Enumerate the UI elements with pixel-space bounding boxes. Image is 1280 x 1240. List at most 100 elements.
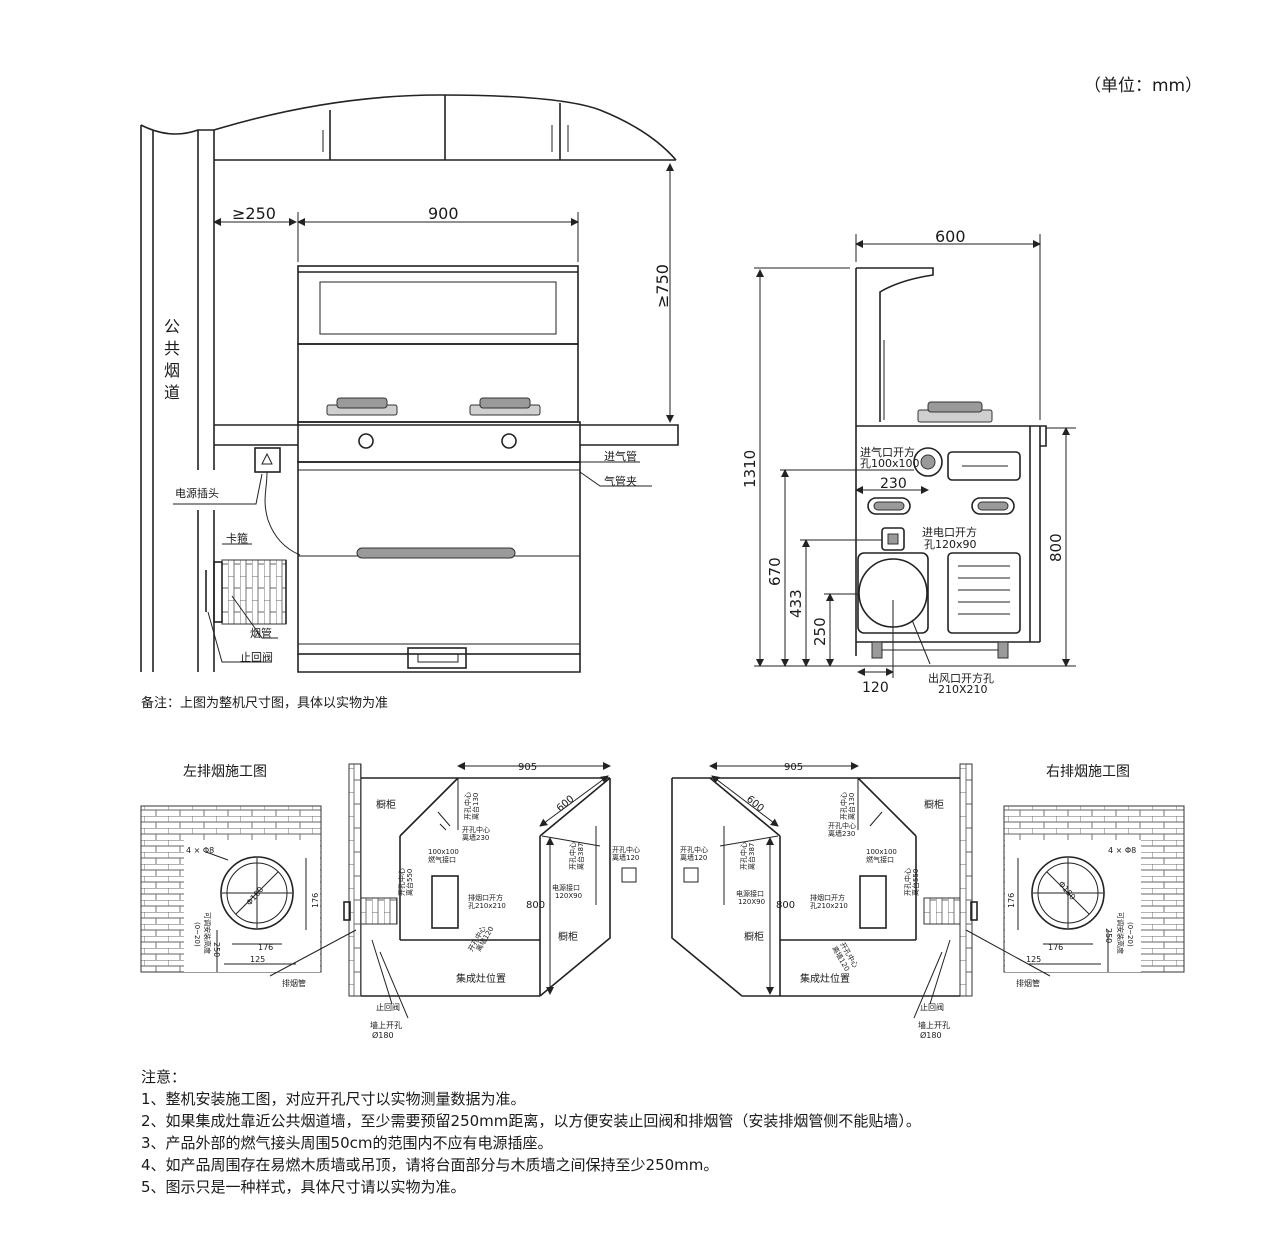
right-brick-adjust-2: (0~20) [1126,922,1134,947]
dim-433: 433 [787,589,805,618]
left-brick-4phi8: 4 × Φ8 [186,846,214,855]
left-brick-250: 250 [212,942,221,957]
left-gas-2: 燃气接口 [428,855,456,864]
left-dim-905: 905 [518,762,537,773]
right-install-title: 右排烟施工图 [1046,764,1130,780]
left-check-valve: 止回阀 [376,1002,400,1012]
flue-label-1: 公 [164,317,180,336]
left-hole-a-1: 开孔中心 [463,792,472,820]
power-hole-line2: 孔120x90 [924,538,977,551]
right-dim-905: 905 [784,762,803,773]
left-hole-b-2: 离墙230 [462,833,489,842]
right-exhaust-2: 孔210x210 [810,902,848,910]
left-install-drawing [140,762,637,1019]
dim-width: 900 [428,204,459,223]
dim-depth: 600 [935,227,966,246]
remark: 备注：上图为整机尺寸图，具体以实物为准 [141,696,389,711]
front-view [140,94,679,673]
dim-230: 230 [880,476,907,492]
left-wall-hole-1: 墙上开孔 [370,1020,402,1030]
left-hole-e-2: 离台387 [576,843,585,870]
left-exhaust-pipe: 排烟管 [282,978,306,988]
dim-height-above: ≥750 [653,264,672,308]
left-dim-600: 600 [555,794,577,815]
right-wall-hole-2: Ø180 [920,1030,942,1040]
dim-670: 670 [766,557,784,586]
left-power-1: 电源接口 [552,883,580,892]
right-gas-1: 100x100 [866,848,897,856]
power-hole-line1: 进电口开方 [922,525,977,539]
left-hole-a-2: 离台130 [471,793,480,820]
unit-label: （单位：mm） [1084,76,1203,96]
right-power-2: 120X90 [738,898,765,906]
burner-right [469,397,541,416]
right-hole-c-2: 离台550 [911,869,920,896]
notes: 注意： 1、整机安装施工图，对应开孔尺寸以实物测量数据为准。 2、如果集成灶靠近… [141,1066,921,1198]
left-dim-800: 800 [526,900,545,911]
gas-hole-line2: 孔100x100 [860,457,920,470]
air-outlet-line2: 210X210 [938,683,988,696]
side-view [754,234,1076,678]
note-item: 2、如果集成灶靠近公共烟道墙，至少需要预留250mm距离，以方便安装止回阀和排烟… [141,1112,921,1130]
air-outlet-line1: 出风口开方孔 [928,671,994,685]
right-hole-e-2: 离台387 [747,843,756,870]
left-brick-adjust-1: 可调安装高度 [203,912,212,954]
left-brick-125: 125 [250,955,265,964]
label-smoke-pipe: 烟管 [250,626,272,640]
left-install-title: 左排烟施工图 [183,764,267,780]
right-hole-f-2: 离墙120 [680,853,707,862]
left-power-2: 120X90 [555,892,582,900]
note-item: 5、图示只是一种样式，具体尺寸请以实物为准。 [141,1178,466,1196]
right-brick-4phi8: 4 × Φ8 [1108,846,1136,855]
note-item: 4、如产品周围存在易燃木质墙或吊顶，请将台面部分与木质墙之间保持至少250mm。 [141,1156,719,1174]
label-gas-inlet-pipe: 进气管 [604,449,637,463]
right-hole-a-1: 开孔中心 [839,792,848,820]
left-brick-176v: 176 [311,893,320,908]
left-cabinet-bottom: 橱柜 [558,930,578,943]
left-wall-hole-2: Ø180 [372,1030,394,1040]
right-stove-position: 集成灶位置 [800,972,850,985]
left-gas-1: 100x100 [428,848,459,856]
left-brick-adjust-2: (0~20) [193,922,201,947]
dim-250: 250 [811,617,829,646]
flue-label-4: 道 [164,383,180,402]
flue-label-2: 共 [164,339,180,358]
right-cabinet-top: 橱柜 [924,798,944,811]
right-brick-250: 250 [1104,928,1113,943]
right-brick-125: 125 [1026,955,1041,964]
gas-hole-line1: 进气口开方 [860,445,915,459]
label-power-plug: 电源插头 [175,486,219,500]
left-cabinet-top: 橱柜 [376,798,396,811]
left-exhaust-2: 孔210x210 [468,902,506,910]
right-brick-176h: 176 [1048,943,1063,952]
left-hole-e-1: 开孔中心 [568,842,577,870]
right-dim-800: 800 [776,900,795,911]
note-item: 3、产品外部的燃气接头周围50cm的范围内不应有电源插座。 [141,1134,553,1152]
left-hole-c-2: 离台550 [405,869,414,896]
right-cabinet-bottom: 橱柜 [744,930,764,943]
dim-800: 800 [1047,533,1065,562]
right-brick-176v: 176 [1007,893,1016,908]
left-hole-f-2: 离墙120 [612,853,639,862]
right-hole-b-2: 离墙230 [828,829,855,838]
notes-title: 注意： [141,1068,187,1086]
burner-left [326,397,398,416]
dim-total-height: 1310 [741,450,759,488]
left-hole-b-1: 开孔中心 [462,825,490,834]
right-hole-b-1: 开孔中心 [828,821,856,830]
right-hole-f-1: 开孔中心 [680,845,708,854]
right-install-drawing [671,762,1185,1019]
label-check-valve: 止回阀 [240,650,273,664]
label-clamp: 卡箍 [226,531,248,545]
right-brick-adjust-1: 可调安装高度 [1116,912,1125,954]
note-item: 1、整机安装施工图，对应开孔尺寸以实物测量数据为准。 [141,1090,526,1108]
flue-label-3: 烟 [164,361,180,380]
dim-gap: ≥250 [232,204,276,223]
right-dim-600: 600 [744,794,766,815]
right-hole-e-1: 开孔中心 [739,842,748,870]
right-gas-2: 燃气接口 [866,855,894,864]
left-exhaust-1: 排烟口开方 [468,893,503,902]
left-hole-c-1: 开孔中心 [397,868,406,896]
left-stove-position: 集成灶位置 [456,972,506,985]
